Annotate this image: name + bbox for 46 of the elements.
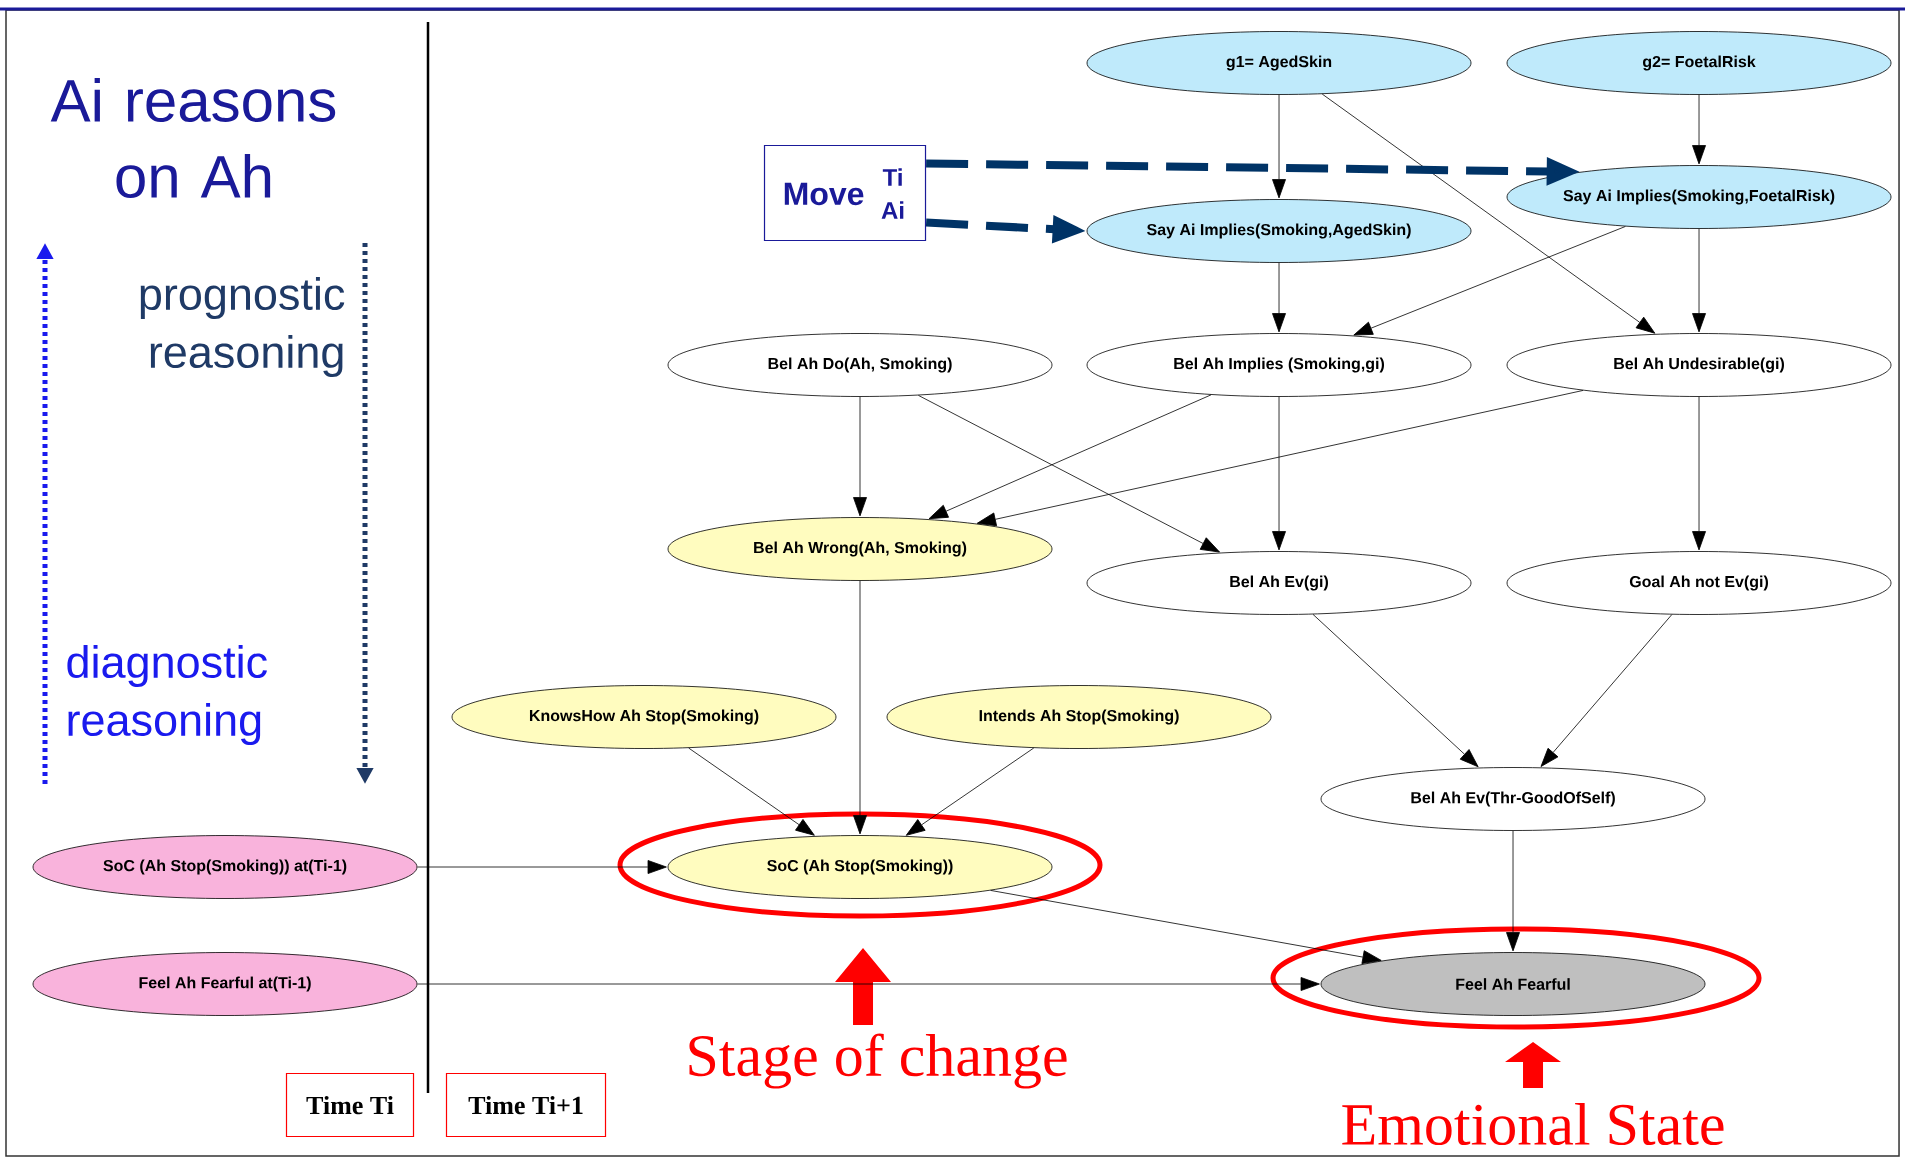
ellipse-node: SoC (Ah Stop(Smoking)) at(Ti-1) [32,835,418,899]
time-box: Time Ti [285,1072,415,1138]
annotation-text: prognostic reasoning [140,277,345,377]
ellipse-node: Bel Ah Wrong(Ah, Smoking) [667,517,1053,581]
arrow [1506,830,1520,952]
arrow [1692,94,1706,165]
arrow [417,977,1320,991]
annotation-text: Emotional State [1342,1102,1724,1146]
arrow [853,580,867,835]
arrow [1272,262,1286,333]
arrow [1540,614,1673,767]
arrow [905,747,1035,836]
arrow [1692,228,1706,333]
annotation-text: diagnostic reasoning [67,645,267,745]
ellipse-node: Bel Ah Do(Ah, Smoking) [667,333,1053,397]
ellipse-node: Bel Ah Ev(Thr-GoodOfSelf) [1320,767,1706,831]
ellipse-node: Goal Ah not Ev(gi) [1506,551,1892,615]
ellipse-node: g1= AgedSkin [1086,31,1472,95]
arrow [976,390,1584,527]
ellipse-node: Feel Ah Fearful at(Ti-1) [32,952,418,1016]
arrow [853,396,867,517]
ellipse-node: Bel Ah Undesirable(gi) [1506,333,1892,397]
ellipse-node: g2= FoetalRisk [1506,31,1892,95]
ellipse-node: Say Ai Implies(Smoking,FoetalRisk) [1506,165,1892,229]
arrow [1312,614,1479,768]
annotation-text: Stage of change [689,1033,1067,1089]
arrow [1272,94,1286,199]
ellipse-node: SoC (Ah Stop(Smoking)) [667,835,1053,899]
arrow [417,860,667,874]
ellipse-node: Bel Ah Ev(gi) [1086,551,1472,615]
arrow [1353,226,1626,336]
ellipse-node: KnowsHow Ah Stop(Smoking) [451,685,837,749]
ellipse-node: Intends Ah Stop(Smoking) [886,685,1272,749]
heading: Ai reasons on Ah [50,77,336,199]
time-box: Time Ti+1 [445,1072,607,1138]
ellipse-node: Say Ai Implies(Smoking,AgedSkin) [1086,199,1472,263]
arrow [1692,396,1706,551]
arrow [688,747,815,836]
arrow [918,395,1220,553]
ellipse-node: Bel Ah Implies (Smoking,gi) [1086,333,1472,397]
ellipse-node: Feel Ah Fearful [1320,952,1706,1016]
move-box: Move Ti Ai [763,144,927,242]
arrow [990,890,1382,964]
arrow [928,394,1212,520]
arrow [1272,396,1286,551]
arrow [1321,93,1656,334]
